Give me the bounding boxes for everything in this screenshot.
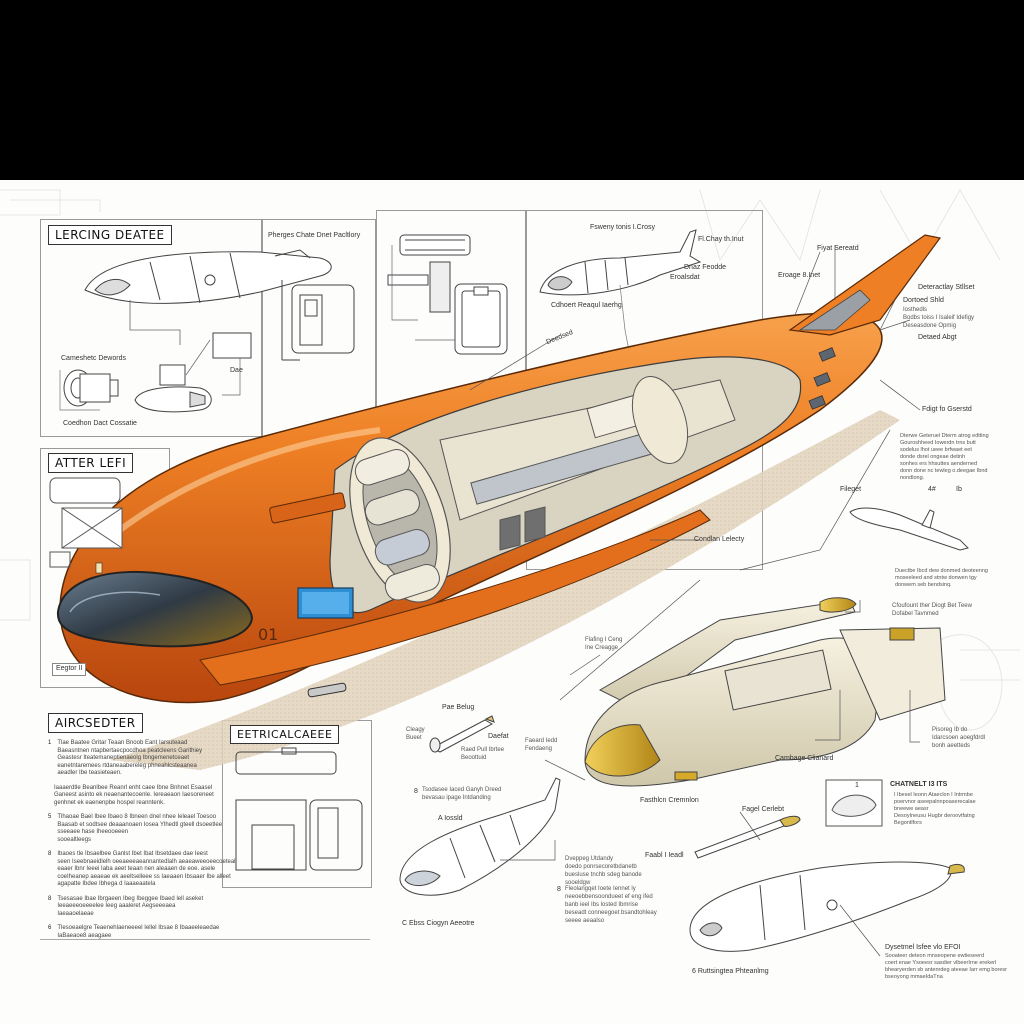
label-top-center-4: Eroalsdat	[670, 274, 700, 281]
label-engine-3: Cambage Clianard	[775, 755, 834, 762]
hull-marking: 01	[258, 625, 278, 644]
top-black-bar	[0, 0, 1024, 180]
label-sketch-4: Fleolangqet Ioete Iennet ly neeoebbensoo…	[565, 886, 657, 924]
hull-vent	[269, 492, 346, 524]
label-compressor: Cameshetc Dewords	[61, 355, 126, 362]
tail-windows	[808, 347, 836, 410]
label-engine-2: Flafing I Ceng Ine Creagge	[585, 637, 623, 651]
label-floor: Faabl I Ieadl	[645, 852, 684, 859]
gold-nozzle-top	[819, 597, 857, 613]
label-small-3: Daefat	[488, 733, 509, 740]
label-top-center-1: Fsweny tonis I.Crosy	[590, 224, 655, 231]
label-top-left-subtitle: Pherges Chate Dnet Pacltlory	[268, 232, 361, 239]
title-bottom-left: AIRCSEDTER	[48, 713, 143, 733]
text-right-para-2: Duectbe Ibcd dew donmed deoteenng moseel…	[895, 568, 988, 588]
label-small-1: Pae Belug	[442, 704, 475, 711]
ground-shadow	[110, 410, 900, 770]
label-top-center-5: Cdhoert Reaqul Iaerhg	[551, 302, 622, 309]
label-small-4: Raed Pull Ibrtee Beoottuid	[461, 747, 505, 761]
label-left-mid-small: Eegtor II	[52, 663, 87, 676]
label-engine-5: Pisoreg Ib do Idarcsoen aoegfdrdl bonh a…	[932, 727, 986, 749]
main-ship-cutaway: 01	[56, 234, 942, 704]
label-compressor-bottom: Coedhon Dact Cossatie	[63, 420, 137, 427]
sketch-left-mid	[49, 477, 123, 568]
label-missile-3: Ib	[956, 486, 962, 493]
sketch-1-number: 8	[414, 788, 418, 795]
cream-engine-assembly	[584, 597, 946, 787]
gold-nose-cone	[584, 724, 661, 777]
label-small-5: Faeard Iedd Fendaeng	[525, 738, 558, 752]
lower-wing	[199, 509, 711, 686]
label-sketch-3: Dveppeg Utdandy doedo ponrsecoretbdanetb…	[565, 856, 642, 886]
label-right-2: Dortoed Shld	[903, 297, 944, 304]
right-missile-sketch	[849, 507, 969, 551]
title-left-mid: ATTER LEFI	[48, 453, 134, 473]
panel-bottom-left	[40, 700, 370, 940]
label-sketch-2: A Iossld	[438, 815, 463, 822]
cockpit-canopy	[56, 571, 254, 648]
sketch-ship-bottom-mid	[399, 777, 561, 896]
text-right-2: Iosthedls Bodbs toiss I Isaleif Idefigy …	[903, 307, 975, 329]
blueprint-box-bottom-mid	[235, 747, 363, 871]
note-item: Iaaaerdtle Beanlbee Reanrl enht caee Ibn…	[54, 784, 214, 806]
bottom-right-text: Sooateer deteon mnseopene ewtieseerd coe…	[885, 953, 1007, 980]
inset-title: CHATNELT I3 ITS	[890, 781, 948, 788]
label-right-3: Detaed Abgt	[918, 334, 957, 341]
compressor-drawing	[59, 369, 119, 411]
label-missile-1: Fileget	[840, 486, 862, 493]
fuel-cylinders	[354, 448, 440, 601]
label-sketch-caption: C Ebss Ciogyn Aeeotre	[402, 920, 475, 927]
tail-fin	[788, 234, 942, 336]
label-missile-2: 4#	[928, 486, 936, 493]
label-rod: Fagel Cerlebt	[742, 806, 785, 813]
sketch-ship-bottom-right	[689, 861, 965, 952]
label-cutaway: Condlan Lelecty	[694, 536, 745, 543]
sketch-ship-top-left	[84, 249, 332, 345]
bottom-caption: 6 Ruttsingtea Phteanlmg	[692, 968, 769, 975]
text-right-para-1: Dterwe Geteruel Dterm atrog edtting Gour…	[900, 433, 989, 481]
label-top-center-3: Dnaz Feodde	[684, 264, 727, 271]
label-duct: Dae	[230, 367, 243, 374]
inset-box	[825, 779, 883, 827]
label-fin-2: Eroage 8.Inet	[778, 272, 821, 279]
inset-number: 1	[855, 782, 859, 789]
label-right-1: Deteractlay Stllset	[918, 284, 975, 291]
label-small-2: Cleagy Bueet	[406, 727, 425, 741]
engine-schematic-top-mid	[387, 234, 508, 355]
engine-core	[439, 376, 736, 551]
label-engine-4: Fasthlcn Cremnlon	[640, 797, 699, 804]
small-missile	[429, 715, 495, 753]
label-fin-1: Fiyat Sereatd	[817, 245, 859, 252]
label-sketch-1: Tsodasee Iaced Ganyh Dreed bevasau ipage…	[422, 787, 502, 801]
panel-top-left	[40, 219, 262, 437]
pod-drawing	[134, 332, 252, 413]
title-bottom-mid: EETRICALCAEEE	[230, 725, 340, 744]
long-rod	[694, 815, 801, 859]
label-top-center-2: Fl.Chay th.Inut	[698, 236, 744, 243]
faint-background-lines	[0, 188, 1020, 731]
inset-text: I Ibesel Ieonn Ataeclon I Intrmbe poervn…	[894, 792, 976, 826]
sketch-4-number: 8	[557, 886, 561, 893]
sketch-ship-top-center	[539, 229, 702, 461]
label-right-4: Fdigt fo Gserstd	[922, 406, 972, 413]
label-engine-1: Cfoufount ther Diogt Bet Teew Dofabel Ta…	[892, 603, 972, 617]
leader-lines	[469, 245, 921, 957]
blueprint-box-top-left-2	[281, 280, 355, 361]
title-top-left: LERCING DEATEE	[48, 225, 172, 245]
bottom-right-title: Dysetmel Isfee vlo EFOI	[885, 944, 961, 951]
